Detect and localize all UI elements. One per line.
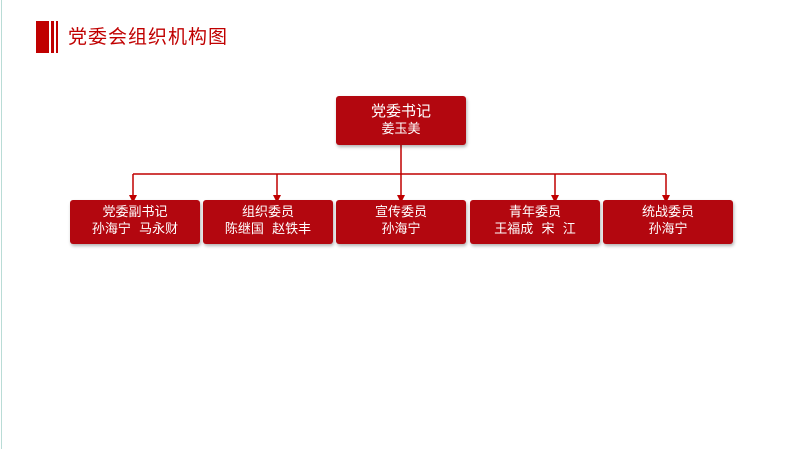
left-edge-rule: [1, 0, 2, 449]
org-node-names: 姜玉美: [381, 121, 421, 137]
org-node-names: 孙海宁 马永财: [91, 222, 179, 237]
org-node-role: 党委副书记: [102, 205, 168, 221]
org-node-organization-member: 组织委员 陈继国 赵铁丰: [203, 200, 333, 244]
org-node-role: 组织委员: [241, 205, 294, 221]
org-node-role: 宣传委员: [374, 205, 427, 221]
title-bar: 党委会组织机构图: [36, 21, 228, 53]
title-accent-block: [36, 21, 49, 53]
org-node-role: 青年委员: [508, 205, 561, 221]
org-node-names: 王福成 宋 江: [494, 222, 576, 237]
title-accent-stripe-thin: [56, 21, 58, 53]
org-node-youth-member: 青年委员 王福成 宋 江: [470, 200, 600, 244]
org-node-party-secretary: 党委书记 姜玉美: [336, 96, 466, 145]
org-node-role: 党委书记: [370, 102, 431, 121]
org-node-party-deputy-secretary: 党委副书记 孙海宁 马永财: [70, 200, 200, 244]
org-node-role: 统战委员: [641, 205, 694, 221]
org-node-names: 孙海宁: [381, 222, 421, 237]
title-accent-stripe: [51, 21, 54, 53]
org-node-united-front-member: 统战委员 孙海宁: [603, 200, 733, 244]
org-node-names: 孙海宁: [648, 222, 688, 237]
org-node-names: 陈继国 赵铁丰: [224, 222, 312, 237]
page-title: 党委会组织机构图: [68, 26, 229, 48]
title-accent-mark: [36, 21, 59, 53]
org-node-publicity-member: 宣传委员 孙海宁: [336, 200, 466, 244]
